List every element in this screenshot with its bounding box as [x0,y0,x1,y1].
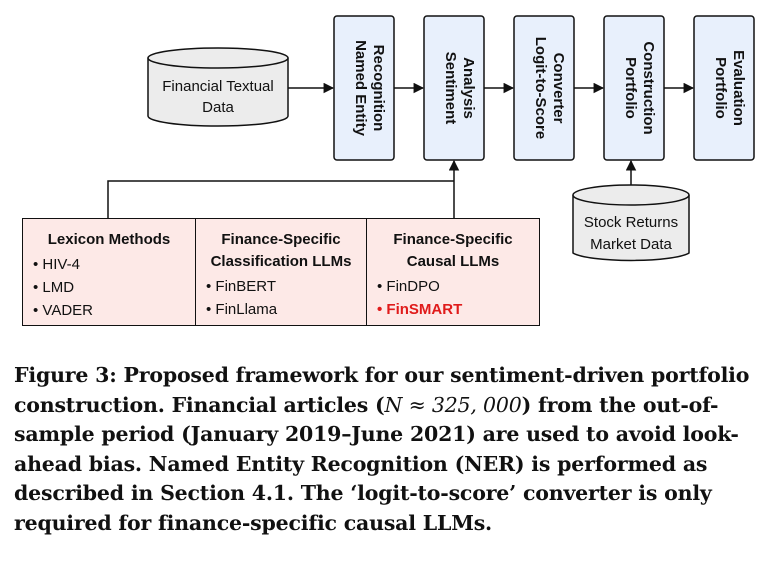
list-item: HIV-4 [33,253,195,276]
stock-returns-line-2: Market Data [590,236,672,253]
caption-text-2: ) from the out-of-sample period (January… [14,392,739,535]
panel-causal-list: FinDPO FinSMART [367,275,539,321]
list-item: LMD [33,276,195,299]
panel-classification-list: FinBERT FinLlama [196,275,366,321]
panel-causal-header-1: Finance-Specific [393,231,513,248]
stage-ner-line-1: Named Entity [352,40,369,137]
stage-logit-line-1: Logit-to-Score [532,37,549,140]
list-item: FinLlama [206,298,366,321]
panel-classification-header-1: Finance-Specific [221,231,341,248]
stage-portfolio-evaluation: Portfolio Evaluation [693,15,755,161]
flow-arrows [107,82,695,218]
financial-text-line-2: Data [202,99,234,116]
financial-text-data-cylinder: Financial Textual Data [147,47,289,127]
connector-lexicon [107,180,454,218]
panel-classification-header-2: Classification LLMs [210,253,352,270]
stock-returns-line-1: Stock Returns [584,214,678,231]
panel-causal-header-2: Causal LLMs [406,253,500,270]
stage-sentiment-line-1: Sentiment [442,52,459,125]
stage-construction-line-2: Construction [640,41,657,134]
caption-text-1: Proposed framework for our sentiment-dri… [14,363,750,417]
stage-construction-line-1: Portfolio [622,57,639,119]
stage-sentiment-line-2: Analysis [460,57,477,119]
stage-portfolio-construction: Portfolio Construction [603,15,665,161]
panel-causal-llms: Finance-Specific Causal LLMs FinDPO FinS… [366,218,540,326]
stage-logit-to-score: Logit-to-Score Converter [513,15,575,161]
financial-text-line-1: Financial Textual [162,78,273,95]
caption-label: Figure 3: [14,363,117,387]
panel-classification-llms: Finance-Specific Classification LLMs Fin… [195,218,367,326]
figure-caption: Figure 3: Proposed framework for our sen… [14,361,762,538]
stage-logit-line-2: Converter [550,53,567,124]
list-item: VADER [33,299,195,322]
panel-lexicon-list: HIV-4 LMD VADER [23,253,195,322]
stage-evaluation-line-1: Portfolio [712,57,729,119]
stock-returns-cylinder: Stock Returns Market Data [572,184,690,262]
stage-ner-line-2: Recognition [370,45,387,132]
list-item: FinBERT [206,275,366,298]
stage-evaluation-line-2: Evaluation [730,50,747,126]
panel-lexicon: Lexicon Methods HIV-4 LMD VADER [22,218,196,326]
stage-sentiment: Sentiment Analysis [423,15,485,161]
caption-math: N ≈ 325, 000 [384,392,522,417]
framework-diagram: Financial Textual Data Stock Returns Mar… [107,15,755,262]
list-item-highlighted: FinSMART [377,298,539,321]
list-item: FinDPO [377,275,539,298]
panel-lexicon-header: Lexicon Methods [47,231,171,248]
stage-ner: Named Entity Recognition [333,15,395,161]
